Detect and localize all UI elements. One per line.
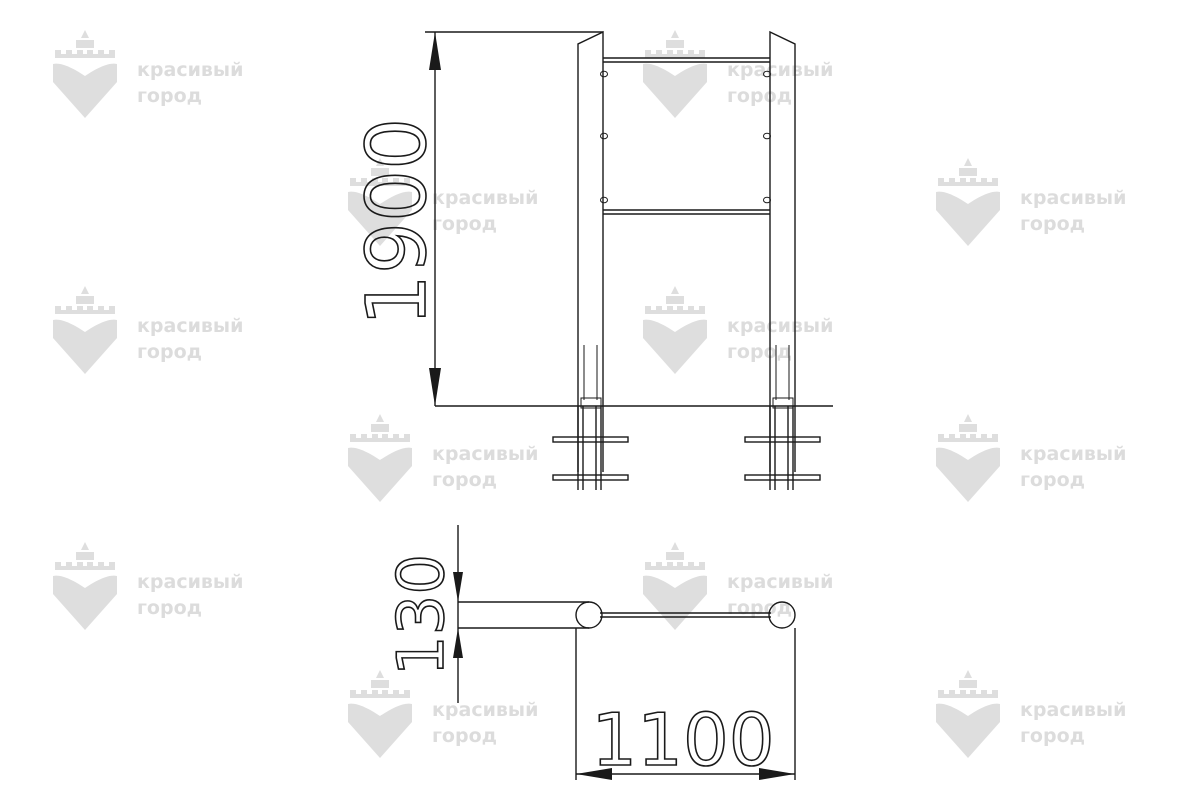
castle-heart-icon xyxy=(936,158,1000,246)
right-post xyxy=(769,30,796,472)
watermark-line1: красивый xyxy=(727,59,833,81)
left-anchor xyxy=(552,406,629,490)
width-dimension: 1100 xyxy=(575,628,796,783)
watermark-line1: красивый xyxy=(1020,699,1126,721)
watermark-line1: красивый xyxy=(137,571,243,593)
left-post-section xyxy=(575,601,603,629)
watermark: красивый город xyxy=(643,286,833,374)
watermark-line2: город xyxy=(137,341,202,363)
width-dimension-label: 1100 xyxy=(591,698,774,782)
depth-dimension: 130 xyxy=(384,525,463,703)
castle-heart-icon xyxy=(643,30,707,118)
castle-heart-icon xyxy=(53,542,117,630)
watermark-layer: красивыйгородкрасивыйгородкрасивыйгородк… xyxy=(53,30,1126,758)
watermark-line1: красивый xyxy=(432,187,538,209)
watermark-line1: красивый xyxy=(432,443,538,465)
watermark-line2: город xyxy=(137,85,202,107)
watermark-line1: красивый xyxy=(137,59,243,81)
watermark: красивый город xyxy=(936,414,1126,502)
watermark-line2: город xyxy=(727,85,792,107)
watermark: красивый город xyxy=(53,542,243,630)
watermark: красивый город xyxy=(53,286,243,374)
castle-heart-icon xyxy=(643,286,707,374)
depth-dimension-label: 130 xyxy=(385,554,459,676)
castle-heart-icon xyxy=(643,542,707,630)
watermark-line2: город xyxy=(1020,213,1085,235)
top-view: 130 1100 xyxy=(384,525,796,783)
watermark: красивый город xyxy=(348,158,538,246)
watermark: красивый город xyxy=(643,30,833,118)
watermark-line1: красивый xyxy=(727,315,833,337)
castle-heart-icon xyxy=(936,670,1000,758)
watermark-line2: город xyxy=(727,341,792,363)
front-view: 1900 xyxy=(349,30,833,490)
right-post-section xyxy=(768,601,796,629)
watermark-line2: город xyxy=(432,213,497,235)
castle-heart-icon xyxy=(53,30,117,118)
castle-heart-icon xyxy=(348,414,412,502)
watermark: красивый город xyxy=(348,670,538,758)
watermark-line2: город xyxy=(1020,469,1085,491)
watermark-line2: город xyxy=(727,597,792,619)
height-dimension-label: 1900 xyxy=(350,118,445,327)
watermark: красивый город xyxy=(936,670,1126,758)
watermark: красивый город xyxy=(936,158,1126,246)
right-anchor xyxy=(744,406,821,490)
watermark-line1: красивый xyxy=(137,315,243,337)
watermark-line2: город xyxy=(432,725,497,747)
watermark-line2: город xyxy=(137,597,202,619)
castle-heart-icon xyxy=(53,286,117,374)
watermark: красивый город xyxy=(643,542,833,630)
watermark-line2: город xyxy=(1020,725,1085,747)
watermark-line1: красивый xyxy=(727,571,833,593)
watermark-line1: красивый xyxy=(432,699,538,721)
castle-heart-icon xyxy=(936,414,1000,502)
left-post xyxy=(577,30,604,472)
watermark-line1: красивый xyxy=(1020,443,1126,465)
castle-heart-icon xyxy=(348,670,412,758)
height-dimension: 1900 xyxy=(349,31,603,406)
watermark: красивый город xyxy=(348,414,538,502)
watermark-line1: красивый xyxy=(1020,187,1126,209)
panel xyxy=(600,57,771,215)
watermark: красивый город xyxy=(53,30,243,118)
castle-heart-icon xyxy=(348,158,412,246)
watermark-line2: город xyxy=(432,469,497,491)
